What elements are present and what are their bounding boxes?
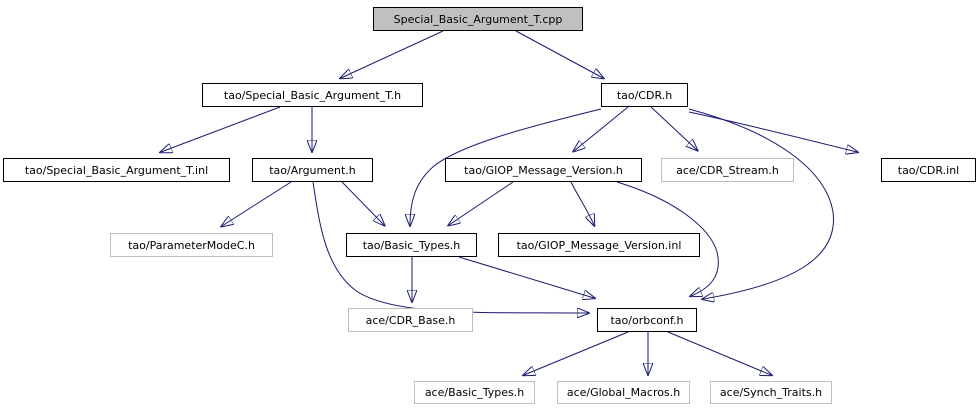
node-tao-special-basic-argument-t-inl[interactable]: tao/Special_Basic_Argument_T.inl — [3, 158, 230, 182]
node-special-basic-argument-t-cpp: Special_Basic_Argument_T.cpp — [373, 7, 583, 31]
edge-cdr_h-to-cdr_stream — [650, 106, 697, 150]
node-tao-cdr-h[interactable]: tao/CDR.h — [601, 83, 688, 107]
edge-arg_h-to-bt_h — [341, 181, 384, 225]
edge-cdr_h-to-cdr_inl — [688, 111, 857, 152]
node-tao-giop-message-version-h[interactable]: tao/GIOP_Message_Version.h — [445, 158, 642, 182]
edge-giop_h-to-orbconf — [616, 181, 719, 296]
node-ace-cdr-base-h: ace/CDR_Base.h — [348, 308, 473, 332]
edge-giop_h-to-giop_inl — [570, 181, 594, 225]
edge-cpp-to-cdr_h — [515, 30, 603, 78]
node-ace-synch-traits-h: ace/Synch_Traits.h — [710, 381, 832, 404]
node-tao-parametermodec-h: tao/ParameterModeC.h — [110, 233, 273, 257]
edge-giop_h-to-bt_h — [449, 181, 514, 225]
edge-bt_h-to-orbconf — [458, 256, 594, 298]
edge-orbconf-to-ace_bt — [524, 331, 629, 375]
edge-cpp-to-sbat_h — [341, 30, 444, 78]
edge-cdr_h-to-giop_h — [574, 106, 629, 151]
node-tao-orbconf-h[interactable]: tao/orbconf.h — [597, 308, 697, 332]
edge-orbconf-to-ace_st — [667, 331, 771, 375]
node-ace-basic-types-h: ace/Basic_Types.h — [414, 381, 535, 404]
edge-arg_h-to-orbconf — [312, 181, 588, 313]
edge-cdr_h-to-orbconf — [688, 108, 834, 299]
node-tao-giop-message-version-inl[interactable]: tao/GIOP_Message_Version.inl — [498, 233, 700, 257]
node-tao-basic-types-h[interactable]: tao/Basic_Types.h — [346, 233, 477, 257]
edge-sbat_h-to-sbat_inl — [161, 106, 281, 152]
node-tao-special-basic-argument-t-h[interactable]: tao/Special_Basic_Argument_T.h — [202, 83, 423, 107]
node-ace-global-macros-h: ace/Global_Macros.h — [557, 381, 690, 404]
node-ace-cdr-stream-h: ace/CDR_Stream.h — [661, 158, 794, 182]
node-tao-argument-h[interactable]: tao/Argument.h — [252, 158, 373, 182]
node-tao-cdr-inl[interactable]: tao/CDR.inl — [881, 158, 976, 182]
edge-arg_h-to-pmc_h — [222, 181, 292, 226]
